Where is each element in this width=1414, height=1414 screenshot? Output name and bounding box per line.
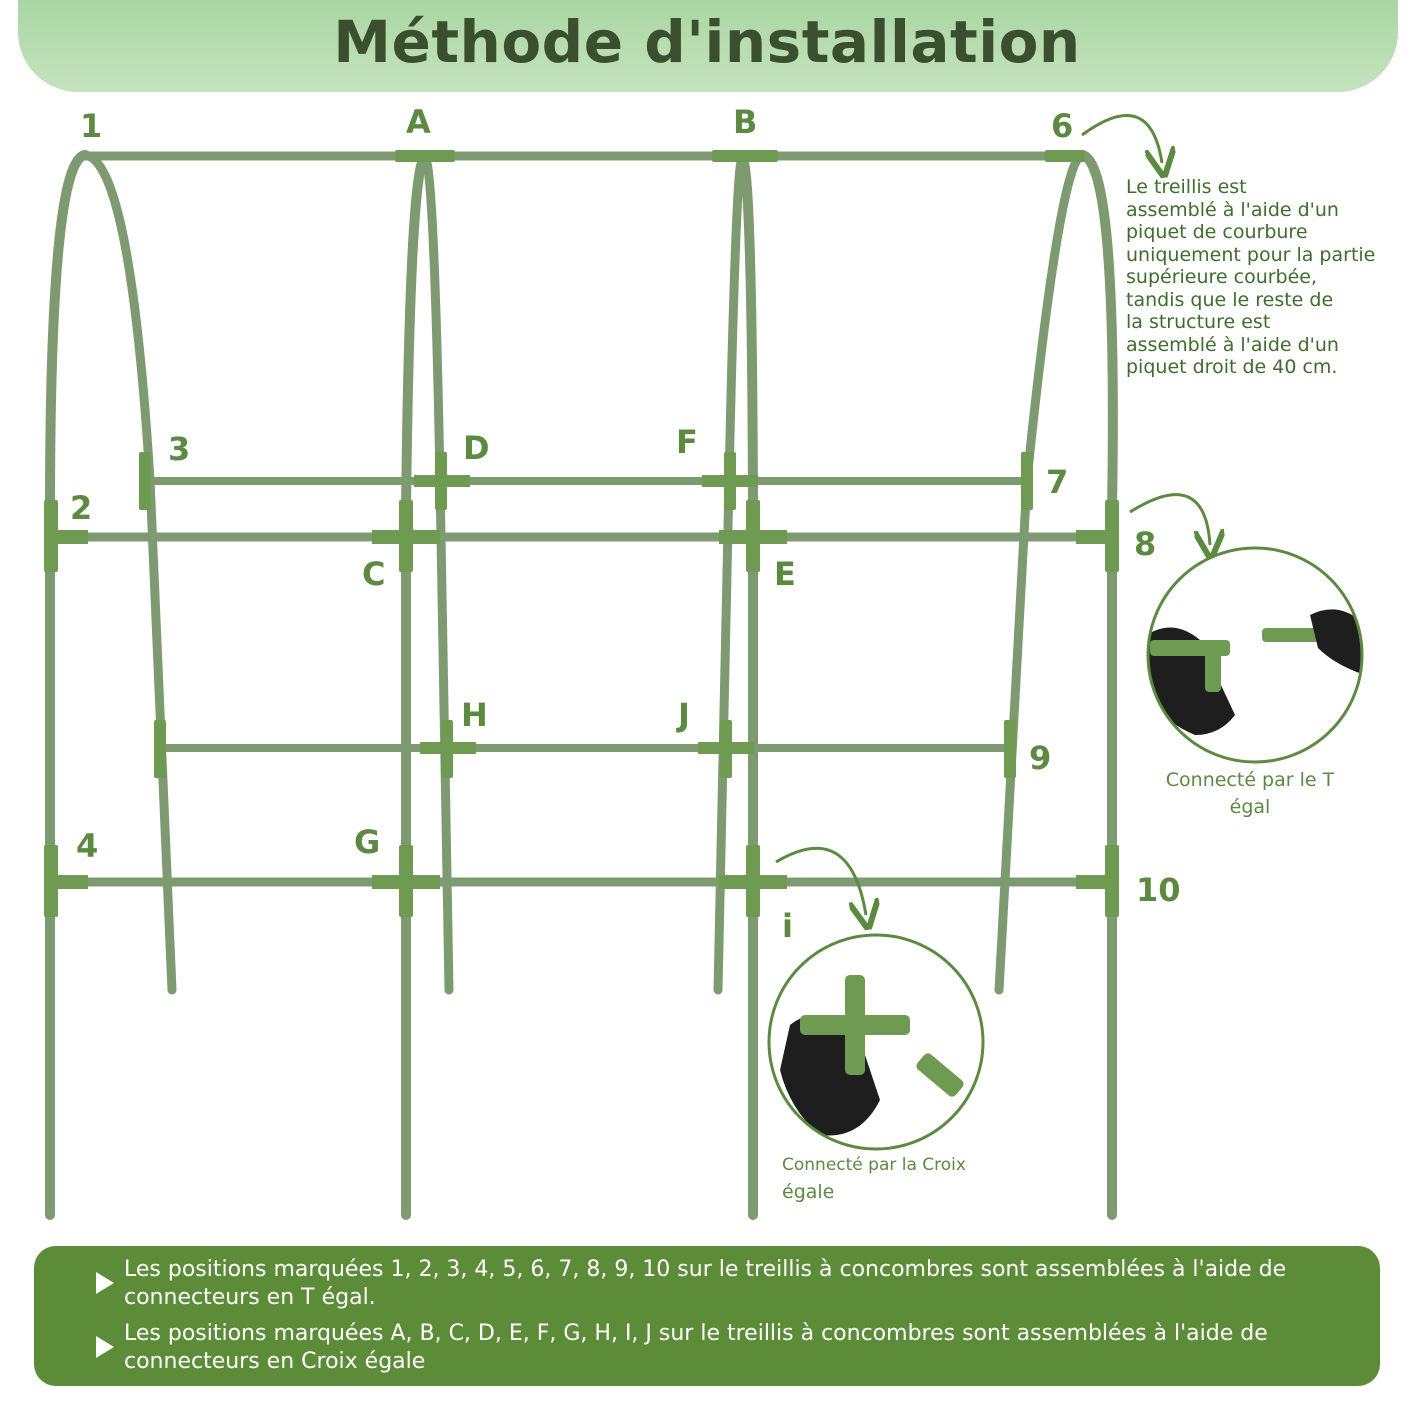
label-9: 9 — [1029, 739, 1052, 777]
front-hoop-2 — [401, 152, 430, 1220]
side-note-line: assemblé à l'aide d'un — [1126, 198, 1339, 221]
label-D: D — [463, 429, 490, 467]
connectors — [44, 150, 1119, 917]
curved-arrow-icon — [775, 846, 866, 915]
caption-line: Connecté par la Croix — [782, 1155, 966, 1175]
side-note-line: piquet de courbure — [1126, 221, 1308, 243]
front-hoop-1 — [45, 150, 90, 1220]
side-note-line: supérieure courbée, — [1126, 266, 1318, 288]
caption-line: Connecté par le T — [1165, 769, 1335, 791]
footer-panel: Les positions marquées 1, 2, 3, 4, 5, 6,… — [34, 1246, 1380, 1386]
label-i: i — [782, 907, 793, 945]
label-A: A — [406, 103, 431, 141]
footer-bullet-text: Les positions marquées 1, 2, 3, 4, 5, 6,… — [124, 1257, 1287, 1310]
caption-line: égale — [782, 1181, 835, 1203]
front-hoop-4 — [1077, 150, 1118, 1220]
label-G: G — [354, 823, 381, 861]
label-E: E — [774, 555, 796, 593]
footer-bullet: Les positions marquées 1, 2, 3, 4, 5, 6,… — [96, 1256, 1348, 1312]
play-triangle-icon — [96, 1336, 114, 1358]
back-hoop-4 — [994, 150, 1087, 995]
t-connector-caption: Connecté par le T égal — [1150, 767, 1350, 821]
caption-line: égal — [1229, 796, 1271, 818]
label-6: 6 — [1051, 107, 1074, 145]
title-banner — [18, 0, 1398, 92]
side-note-line: la structure est — [1126, 311, 1271, 333]
label-2: 2 — [70, 489, 93, 527]
back-hoop-2 — [420, 152, 454, 995]
curved-arrow-icon — [1081, 114, 1162, 163]
label-4: 4 — [76, 827, 99, 865]
play-triangle-icon — [96, 1272, 114, 1294]
cross-connector-detail — [767, 933, 985, 1151]
label-10: 10 — [1136, 871, 1181, 909]
label-J: J — [678, 696, 690, 734]
label-C: C — [362, 555, 386, 593]
back-hoop-1 — [80, 150, 177, 995]
front-hoop-3 — [737, 152, 758, 1220]
side-note-line: uniquement pour la partie — [1126, 243, 1376, 266]
curved-arrow-icon — [1129, 493, 1210, 545]
side-note-line: Le treillis est — [1126, 176, 1247, 198]
side-note-line: tandis que le reste de — [1126, 288, 1334, 311]
label-F: F — [676, 423, 698, 461]
footer-bullet-text: Les positions marquées A, B, C, D, E, F,… — [124, 1321, 1268, 1374]
back-hoop-3 — [713, 152, 747, 995]
trellis-frame — [45, 150, 1118, 1220]
page-title: Méthode d'installation — [333, 8, 1081, 76]
t-connector-detail — [1146, 546, 1364, 764]
side-note-line: piquet droit de 40 cm. — [1126, 356, 1338, 378]
label-7: 7 — [1046, 463, 1069, 501]
cross-connector-caption: Connecté par la Croix égale — [782, 1152, 982, 1206]
label-H: H — [461, 696, 488, 734]
label-3: 3 — [168, 430, 191, 468]
side-note-line: assemblé à l'aide d'un — [1126, 333, 1339, 356]
label-8: 8 — [1134, 525, 1157, 563]
label-B: B — [733, 103, 758, 141]
side-note: Le treillis est assemblé à l'aide d'un p… — [1126, 176, 1396, 379]
footer-bullet: Les positions marquées A, B, C, D, E, F,… — [96, 1320, 1348, 1376]
label-1: 1 — [80, 107, 103, 145]
